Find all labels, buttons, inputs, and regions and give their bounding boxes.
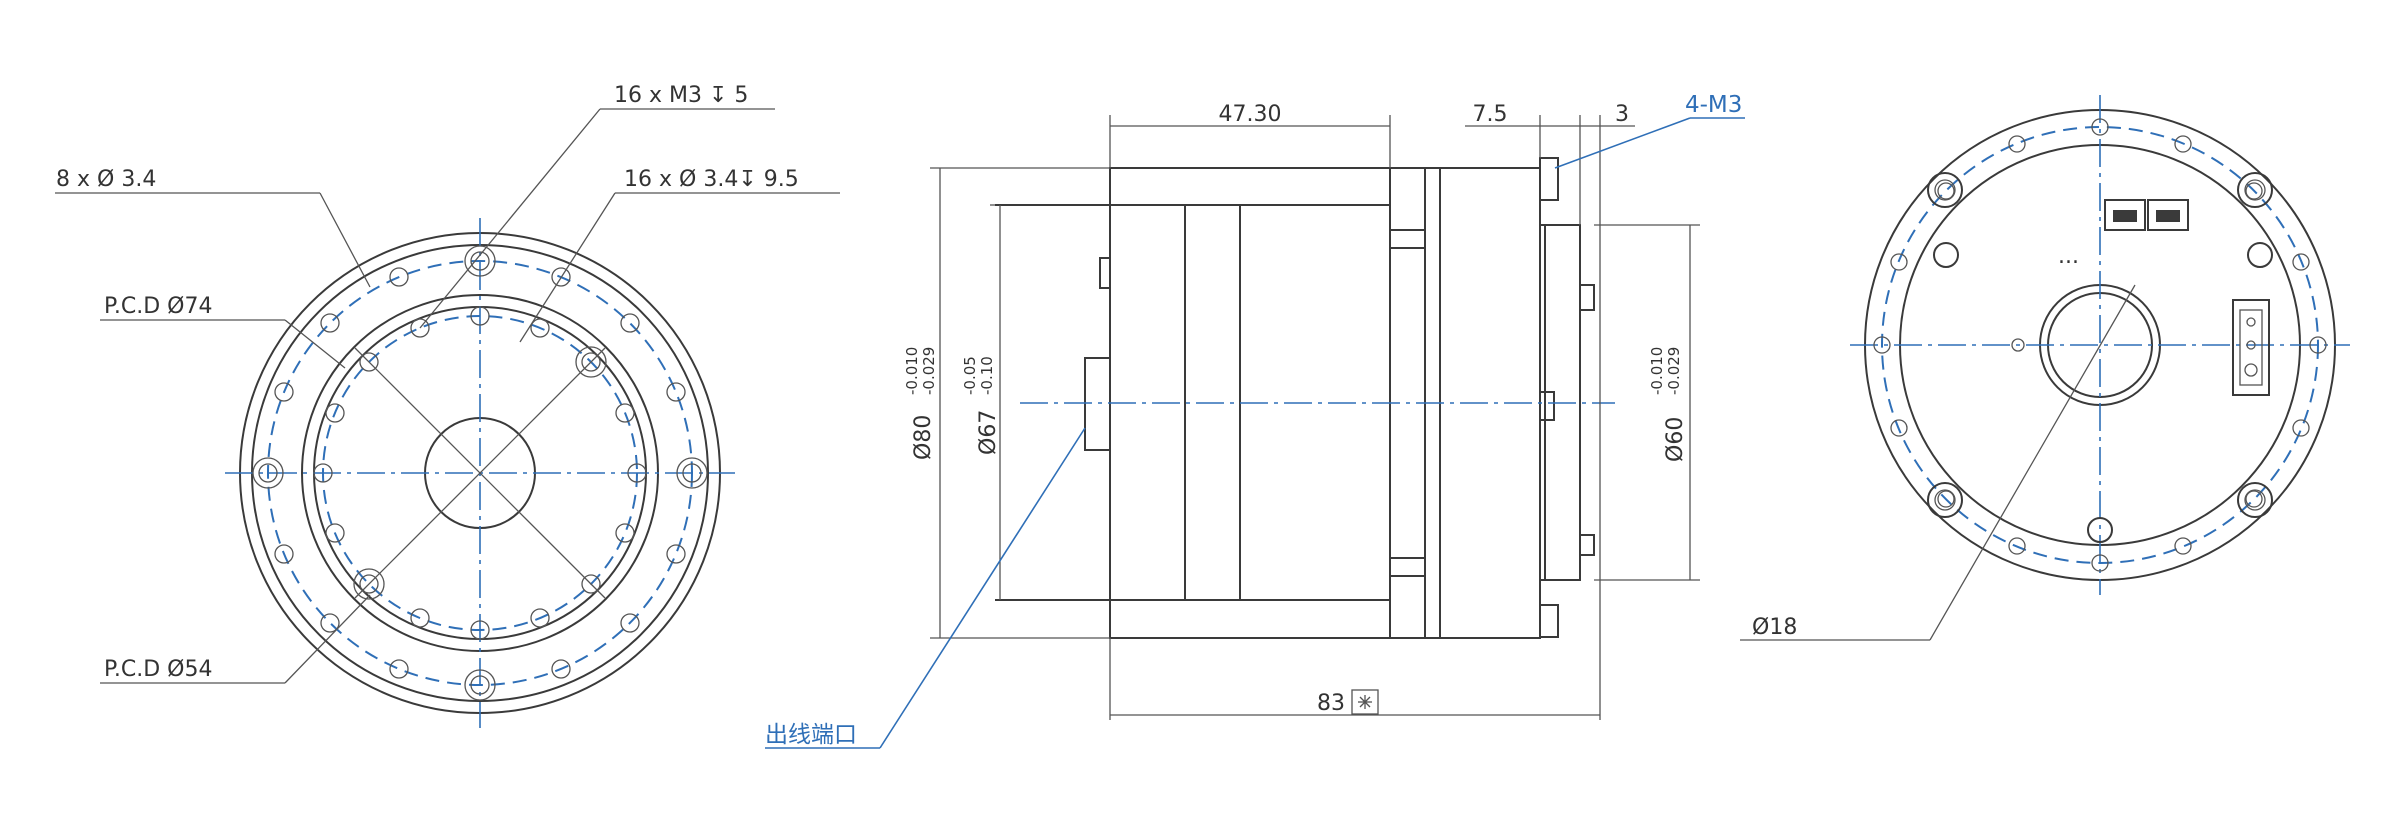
outer-mounting-holes — [252, 245, 708, 701]
callout-16xd34-depth: 16 x Ø 3.4↧ 9.5 — [519, 167, 840, 343]
dia-67-tol-lower: -0.10 — [978, 356, 996, 395]
dia-80-label: Ø80 — [911, 415, 936, 460]
inner-mounting-holes — [313, 306, 647, 640]
dia-67-tol-upper: -0.05 — [961, 356, 979, 395]
dia-60-tol-upper: -0.010 — [1648, 347, 1666, 395]
dia-80-tol-upper: -0.010 — [903, 347, 921, 395]
callout-8xd34: 8 x Ø 3.4 — [55, 167, 371, 288]
dia-80-tol-lower: -0.029 — [920, 347, 938, 395]
callout-16xm3-text: 16 x M3 ↧ 5 — [614, 83, 748, 108]
rear-ellipsis: ... — [2058, 244, 2079, 269]
asterisk-icon — [1358, 695, 1372, 709]
dim-7-5: 7.5 — [1473, 102, 1508, 127]
dia-67-label: Ø67 — [976, 410, 1001, 455]
connector-icon — [2104, 199, 2189, 231]
rear-view: ... Ø18 — [1740, 95, 2350, 641]
callout-8xd34-text: 8 x Ø 3.4 — [56, 167, 156, 192]
length-83: 83 — [1317, 691, 1345, 716]
dia-18-label: Ø18 — [1752, 615, 1797, 640]
callout-16xm3: 16 x M3 ↧ 5 — [419, 83, 775, 329]
side-view: 47.30 7.5 3 4-M3 Ø80 -0.010 -0.029 Ø67 -… — [765, 92, 1745, 749]
dia-60-label: Ø60 — [1663, 417, 1688, 462]
dim-47: 47.30 — [1219, 102, 1282, 127]
outlet-port-label: 出线端口 — [765, 722, 857, 748]
callout-pcd74-text: P.C.D Ø74 — [104, 294, 212, 319]
socket-icon — [2232, 299, 2270, 396]
callout-16xd34-depth-text: 16 x Ø 3.4↧ 9.5 — [624, 167, 799, 192]
callout-pcd54-text: P.C.D Ø54 — [104, 657, 212, 682]
rear-mounting-holes — [1873, 118, 2327, 572]
callout-pcd54: P.C.D Ø54 — [100, 594, 371, 684]
front-view: 16 x M3 ↧ 5 8 x Ø 3.4 16 x Ø 3.4↧ 9.5 P.… — [55, 83, 840, 728]
callout-pcd74: P.C.D Ø74 — [100, 294, 346, 369]
dia-60-tol-lower: -0.029 — [1665, 347, 1683, 395]
dim-3: 3 — [1615, 102, 1629, 127]
thread-label: 4-M3 — [1685, 92, 1742, 118]
